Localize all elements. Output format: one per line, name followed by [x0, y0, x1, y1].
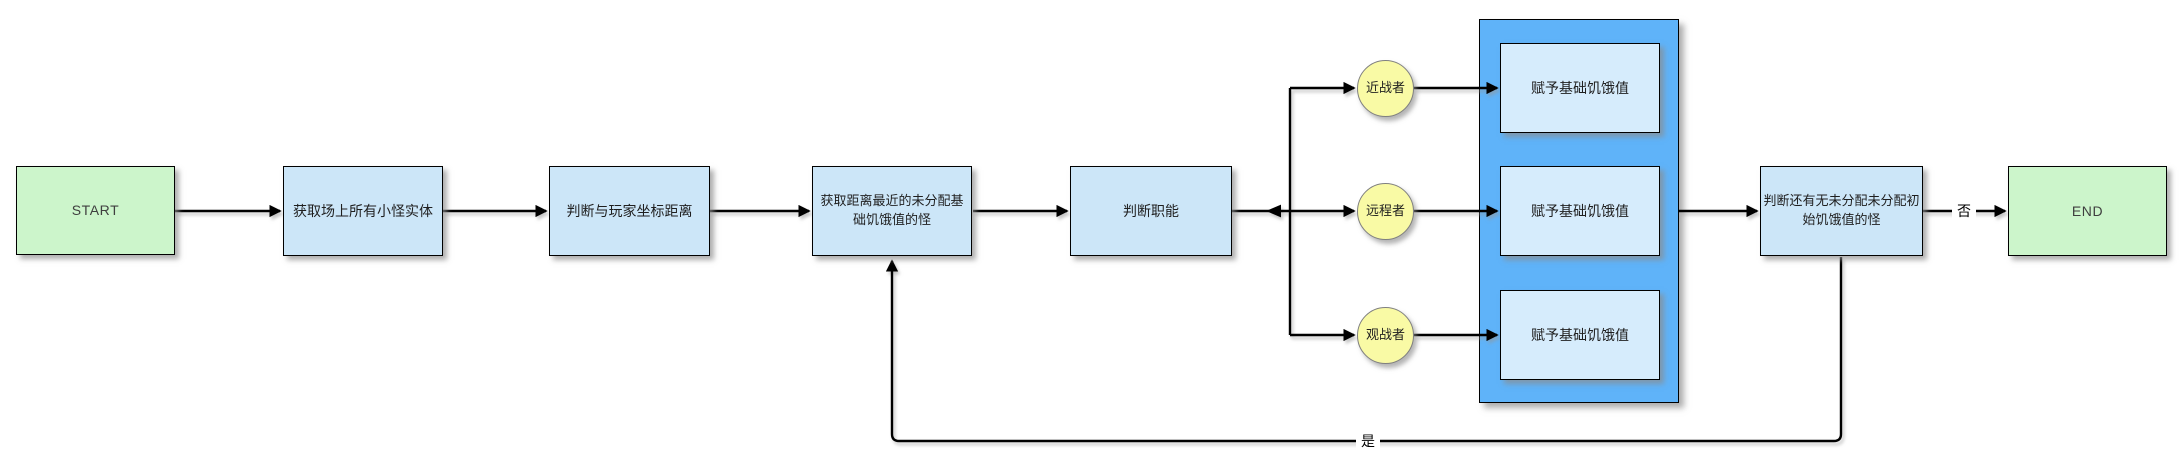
node-get-monsters: 获取场上所有小怪实体	[283, 166, 443, 256]
node-melee: 近战者	[1357, 60, 1414, 117]
node-judge-role: 判断职能	[1070, 166, 1232, 256]
node-get-monsters-label: 获取场上所有小怪实体	[293, 202, 433, 219]
node-assign-ranged-label: 赋予基础饥饿值	[1531, 202, 1629, 219]
node-check-remaining-label: 判断还有无未分配未分配初始饥饿值的怪	[1763, 193, 1920, 227]
node-assign-ranged: 赋予基础饥饿值	[1500, 166, 1660, 256]
node-melee-label: 近战者	[1365, 80, 1405, 96]
node-end: END	[2008, 166, 2167, 256]
node-judge-role-label: 判断职能	[1123, 202, 1179, 219]
node-end-label: END	[2071, 202, 2104, 219]
node-judge-distance: 判断与玩家坐标距离	[549, 166, 710, 256]
node-assign-melee: 赋予基础饥饿值	[1500, 43, 1660, 133]
node-start-label: START	[71, 202, 120, 219]
node-start: START	[16, 166, 175, 255]
node-assign-spectator-label: 赋予基础饥饿值	[1531, 326, 1629, 343]
node-assign-spectator: 赋予基础饥饿值	[1500, 290, 1660, 380]
node-ranged: 远程者	[1357, 183, 1414, 240]
node-assign-melee-label: 赋予基础饥饿值	[1531, 79, 1629, 96]
node-get-nearest: 获取距离最近的未分配基础饥饿值的怪	[812, 166, 972, 256]
node-spectator: 观战者	[1357, 307, 1414, 364]
node-judge-distance-label: 判断与玩家坐标距离	[566, 202, 693, 219]
junction-arrowhead	[1266, 204, 1281, 218]
node-check-remaining: 判断还有无未分配未分配初始饥饿值的怪	[1760, 166, 1923, 256]
node-get-nearest-label: 获取距离最近的未分配基础饥饿值的怪	[820, 193, 964, 227]
node-ranged-label: 远程者	[1365, 203, 1405, 219]
edge-label-no: 否	[1952, 201, 1976, 221]
edge-label-yes: 是	[1356, 431, 1380, 451]
node-spectator-label: 观战者	[1365, 327, 1405, 343]
